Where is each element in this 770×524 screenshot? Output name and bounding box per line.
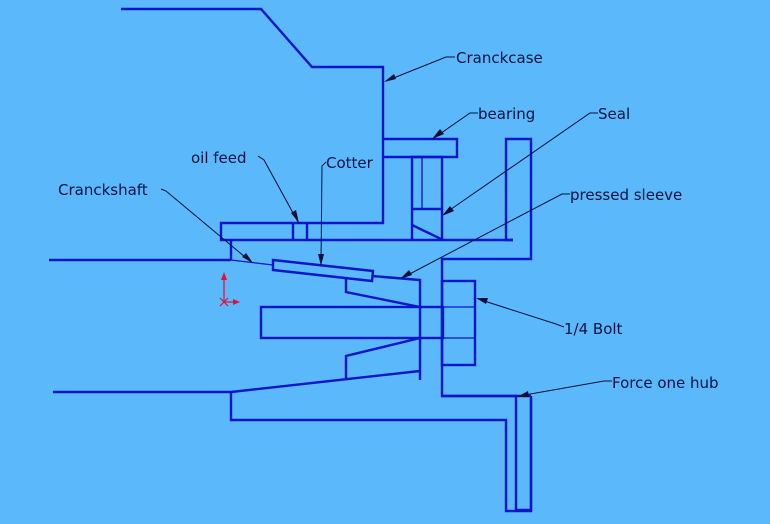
- label-crankshaft: Cranckshaft: [58, 181, 148, 199]
- label-pressed-sleeve: pressed sleeve: [570, 186, 682, 204]
- label-crankcase: Cranckcase: [456, 49, 543, 67]
- leader-crankcase: [384, 56, 455, 82]
- cotter-key: [271, 258, 375, 283]
- label-bearing: bearing: [478, 105, 535, 123]
- leader-cotter: [318, 161, 327, 266]
- label-hub: Force one hub: [612, 374, 719, 392]
- sleeve-lower-step: [344, 336, 421, 378]
- coordinate-axis-icon: [219, 272, 240, 307]
- bearing-cap: [383, 137, 459, 159]
- label-bolt: 1/4 Bolt: [564, 320, 623, 338]
- crankshaft-lower-taper: [53, 369, 421, 394]
- seal-bevel: [411, 223, 442, 241]
- sleeve-upper-step: [344, 279, 421, 309]
- label-cotter: Cotter: [326, 154, 374, 172]
- hub-flange: [229, 392, 533, 513]
- leader-hub: [517, 380, 612, 397]
- leader-bearing: [432, 112, 478, 139]
- label-oil-feed: oil feed: [191, 149, 247, 167]
- bearing: [410, 155, 444, 240]
- label-seal: Seal: [598, 105, 630, 123]
- pressed-sleeve-upper: [371, 274, 422, 380]
- bolt-shank: [259, 305, 445, 340]
- leader-pressed-sleeve: [400, 193, 570, 279]
- housing-ring: [440, 137, 533, 512]
- bolt-head: [440, 279, 477, 367]
- leader-seal: [442, 112, 598, 216]
- leader-crankshaft: [160, 188, 253, 263]
- leader-oil-feed: [257, 155, 299, 223]
- leader-bolt: [476, 298, 565, 328]
